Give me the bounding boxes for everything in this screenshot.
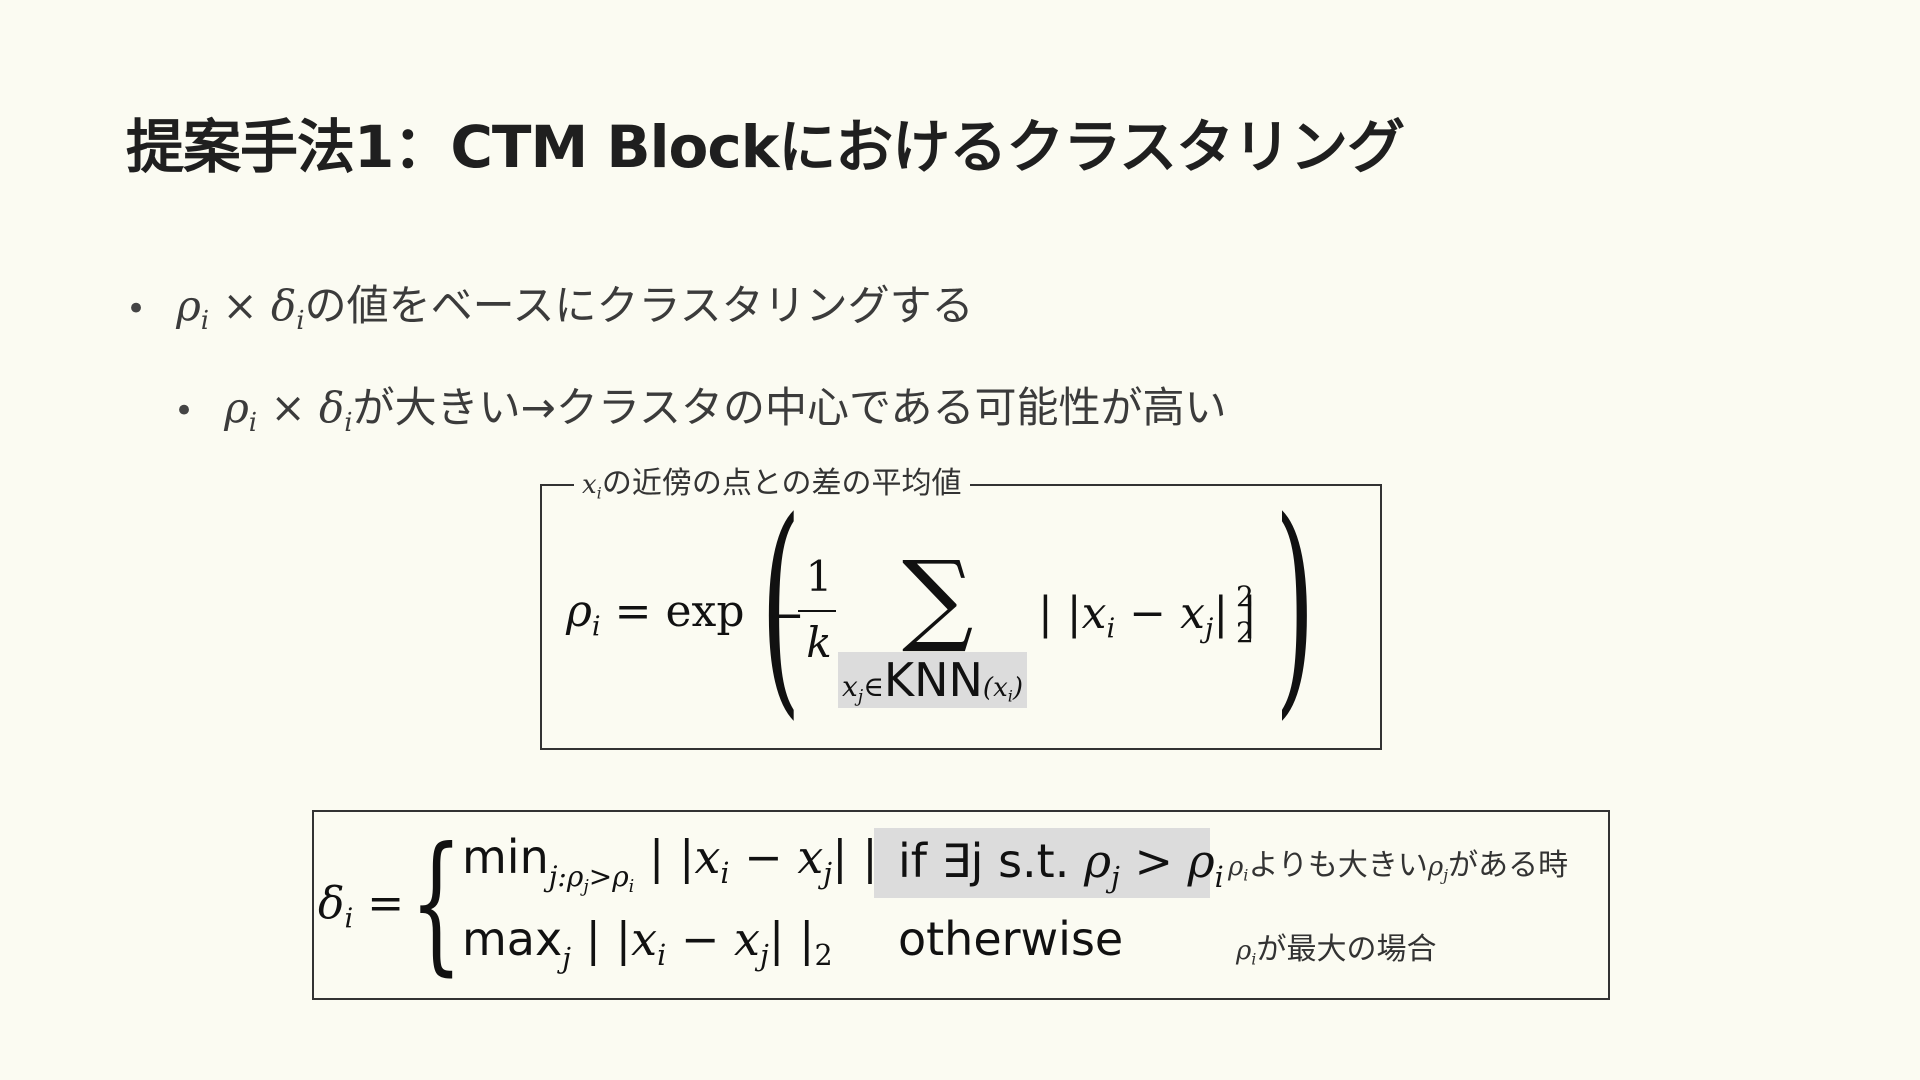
- case2-condition: otherwise: [898, 912, 1124, 966]
- case2-note: ρiが最大の場合: [1236, 932, 1437, 969]
- norm-subscript: 2: [1236, 616, 1254, 649]
- bullet-1-math: ρi × δi: [176, 281, 305, 337]
- case2-expression: maxj | |xi − xj| |2: [462, 912, 833, 975]
- fraction-bar: [798, 610, 836, 612]
- rho-lhs: ρi = exp: [566, 586, 745, 643]
- norm-expression: | |xi − xj| |: [1038, 588, 1257, 645]
- left-paren: (: [760, 473, 802, 740]
- sum-symbol: ∑: [902, 539, 974, 656]
- delta-lhs: δi =: [318, 878, 405, 935]
- sum-subscript: xj∈KNN(xi): [838, 652, 1028, 708]
- fraction-numerator: 1: [805, 552, 833, 601]
- right-paren: ): [1274, 473, 1316, 740]
- rho-formula-label: xiの近傍の点との差の平均値: [574, 458, 970, 502]
- bullet-dot-icon: •: [174, 391, 195, 431]
- case1-expression: minj:ρj>ρi | |xi − xj| |2: [462, 830, 896, 897]
- bullet-1: • ρi × δi の値をベースにクラスタリングする: [126, 272, 974, 337]
- bullet-dot-icon: •: [126, 289, 147, 329]
- case1-note: ρiよりも大きいρjがある時: [1228, 848, 1569, 885]
- left-brace: {: [410, 816, 463, 990]
- minus-sign: −: [768, 590, 805, 641]
- page-title: 提案手法1：CTM Blockにおけるクラスタリング: [126, 113, 1405, 181]
- fraction-denominator: k: [806, 618, 832, 667]
- bullet-1-text: の値をベースにクラスタリングする: [304, 281, 974, 330]
- norm-power: 2: [1236, 580, 1254, 613]
- bullet-2-text: が大きい→クラスタの中心である可能性が高い: [352, 383, 1227, 432]
- delta-formula-box: [312, 810, 1610, 1000]
- bullet-2-math: ρi × δi: [224, 383, 353, 439]
- case1-condition: if ∃j s.t. ρj > ρi: [874, 828, 1224, 898]
- bullet-2: • ρi × δi が大きい→クラスタの中心である可能性が高い: [174, 374, 1227, 439]
